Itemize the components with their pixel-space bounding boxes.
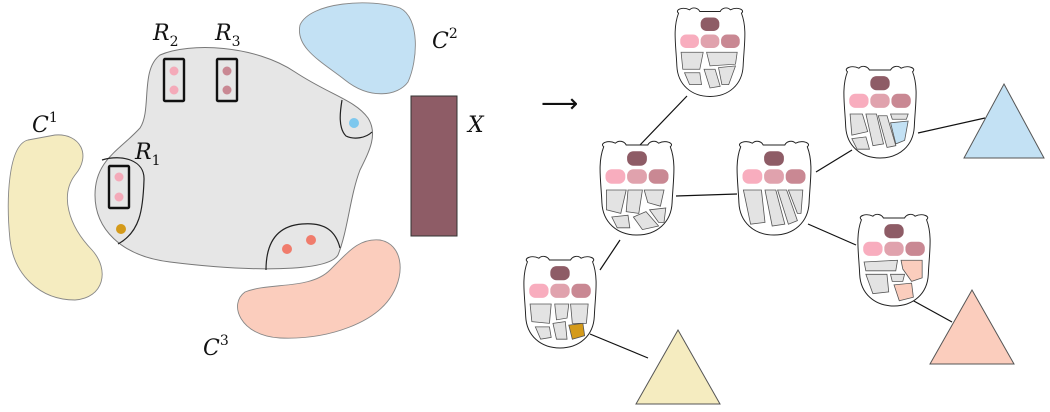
edge-rightupper-leafblue (917, 117, 986, 134)
salmon-dot-right (306, 235, 316, 245)
r2-label: R2 (152, 21, 179, 50)
tree-node-right-upper (843, 65, 917, 159)
tree-node-bottom-left (523, 255, 597, 349)
r3-dot-top (222, 66, 232, 76)
scene: C1 C2 C3 R2 R3 R1 X (7, 2, 485, 361)
tree-node-mid-center (736, 140, 812, 236)
c3-blob (237, 239, 401, 339)
r2-dot-top (169, 66, 179, 76)
c2-blob (298, 2, 416, 95)
c1-blob (7, 134, 103, 301)
tree-node-top (674, 7, 746, 97)
transform-arrow: ⟶ (541, 89, 578, 119)
r3-dot-bottom (222, 85, 232, 95)
main-region (94, 47, 373, 270)
x-block (410, 95, 458, 237)
tree (523, 7, 1045, 405)
tree-node-right-lower (857, 213, 931, 307)
leaf-triangle-peach (929, 288, 1015, 365)
c3-label: C3 (203, 333, 229, 361)
edge-top-midleft (639, 95, 688, 146)
c1-label: C1 (32, 110, 58, 138)
gold-dot (116, 224, 126, 234)
edge-midcenter-rightupper (815, 149, 853, 173)
r3-box (215, 57, 239, 103)
subregion-c2-boundary (339, 99, 373, 139)
tree-node-mid-left (599, 140, 675, 236)
r2-box (162, 57, 186, 103)
leaf-triangle-blue (963, 82, 1045, 159)
c2-label: C2 (432, 26, 458, 54)
edge-midcenter-rightlower (807, 223, 857, 246)
edge-midleft-bottomleft (599, 239, 621, 271)
subregion-c3-boundary (265, 223, 341, 271)
r1-dot-bottom (114, 192, 124, 202)
blue-dot (349, 118, 359, 128)
r2-dot-bottom (169, 85, 179, 95)
leaf-triangle-yellow (635, 328, 721, 405)
edge-bottomleft-leafyellow (589, 333, 649, 359)
r1-label: R1 (134, 140, 161, 169)
salmon-dot-left (282, 244, 292, 254)
subregion-r1-boundary (101, 157, 145, 245)
r1-box (107, 164, 131, 210)
edge-rightlower-leafpeach (911, 299, 953, 323)
r1-dot-top (114, 172, 124, 182)
x-label: X (466, 113, 485, 138)
edge-midleft-midcenter (675, 193, 738, 197)
r3-label: R3 (214, 21, 241, 50)
